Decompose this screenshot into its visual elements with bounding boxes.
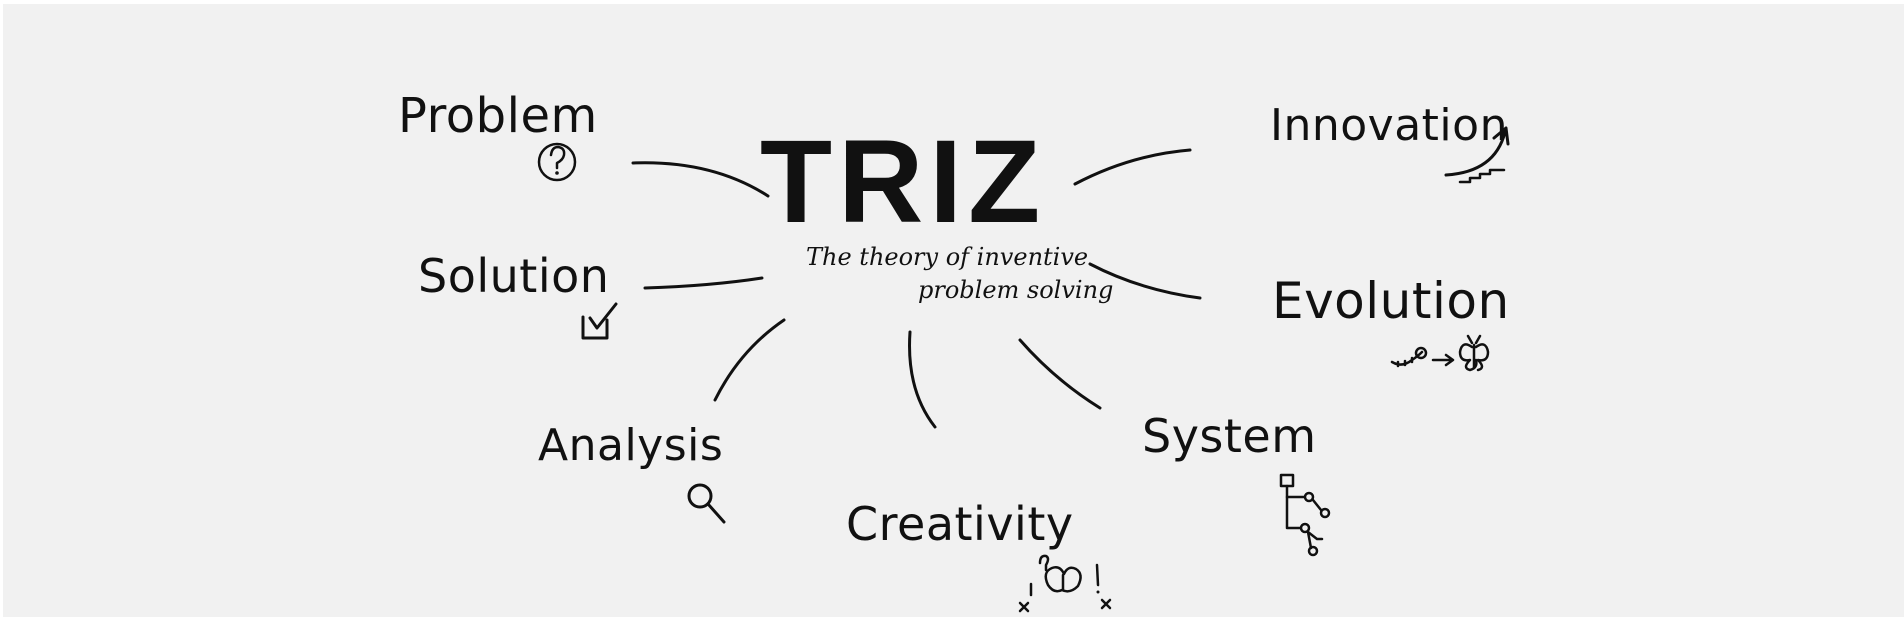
node-problem-label: Problem bbox=[398, 88, 598, 144]
connector-solution bbox=[643, 276, 764, 290]
brain-sparks-icon bbox=[1018, 554, 1112, 613]
connector-system bbox=[1018, 338, 1102, 410]
magnifier-icon bbox=[687, 483, 726, 524]
center-title: TRIZ bbox=[760, 116, 1046, 248]
checkbox-arrow-icon bbox=[581, 302, 618, 340]
drawing-area bbox=[3, 4, 1904, 617]
connector-evolution bbox=[1088, 262, 1202, 300]
center-subtitle-line1: The theory of inventive bbox=[806, 243, 1088, 271]
node-innovation-label: Innovation bbox=[1270, 100, 1508, 151]
node-analysis-label: Analysis bbox=[538, 420, 723, 471]
tree-structure-icon bbox=[1279, 473, 1331, 557]
caterpillar-butterfly-icon bbox=[1390, 334, 1490, 372]
node-system-label: System bbox=[1142, 409, 1317, 463]
node-solution-label: Solution bbox=[418, 249, 609, 303]
connector-creativity bbox=[908, 330, 937, 429]
question-circle-icon bbox=[537, 142, 577, 182]
center-subtitle-line2: problem solving bbox=[918, 276, 1113, 304]
connector-problem bbox=[631, 161, 770, 198]
node-creativity-label: Creativity bbox=[846, 497, 1074, 551]
rising-arrow-icon bbox=[1444, 126, 1510, 184]
connector-innovation bbox=[1073, 148, 1192, 186]
connector-analysis bbox=[713, 318, 786, 402]
node-evolution-label: Evolution bbox=[1272, 272, 1510, 330]
